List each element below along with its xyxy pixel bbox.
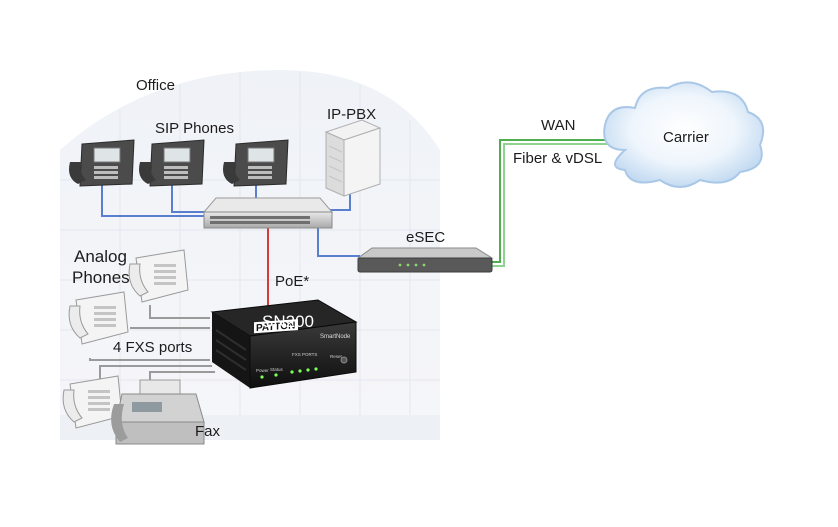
fax-machine bbox=[111, 379, 205, 445]
link-switch-esec bbox=[317, 226, 360, 257]
sip-phone-2 bbox=[139, 139, 205, 187]
network-switch bbox=[202, 197, 334, 229]
device-reset-text: Reset bbox=[330, 354, 343, 359]
device-power-text: Power bbox=[256, 368, 269, 373]
label-office: Office bbox=[136, 77, 175, 94]
analog-phone-3 bbox=[62, 375, 123, 429]
label-fiber-vdsl: Fiber & vDSL bbox=[513, 150, 602, 167]
device-fxs-header-text: FXS PORTS bbox=[292, 352, 317, 357]
carrier-cloud bbox=[603, 81, 764, 188]
label-carrier: Carrier bbox=[663, 129, 709, 146]
label-wan: WAN bbox=[541, 117, 575, 134]
label-ip-pbx: IP-PBX bbox=[327, 106, 376, 123]
esec-router bbox=[356, 247, 494, 273]
label-analog-phones-line2: Phones bbox=[72, 268, 130, 287]
device-brand-text: PATTON bbox=[256, 320, 295, 334]
reset-button-icon bbox=[340, 356, 348, 364]
analog-links bbox=[89, 305, 215, 388]
label-poe: PoE* bbox=[275, 273, 309, 290]
device-status-text: Status bbox=[270, 367, 284, 372]
label-fax: Fax bbox=[195, 423, 221, 440]
link-pbx-switch bbox=[325, 192, 351, 211]
analog-phone-1 bbox=[128, 249, 189, 303]
sip-phone-1 bbox=[69, 139, 135, 187]
wan-link bbox=[486, 139, 625, 267]
sn200-smartnode: PATTON SmartNode FXS PORTS Power Status … bbox=[210, 299, 358, 389]
device-leds bbox=[260, 367, 318, 379]
ethernet-links bbox=[101, 182, 360, 257]
link-phone1-switch bbox=[101, 182, 212, 217]
label-sip-phones: SIP Phones bbox=[155, 120, 234, 137]
device-model-text: SmartNode bbox=[320, 334, 351, 340]
label-fxs-ports: 4 FXS ports bbox=[113, 339, 192, 356]
analog-phone-2 bbox=[68, 291, 129, 345]
label-analog-phones-line1: Analog bbox=[74, 247, 127, 266]
sip-phone-3 bbox=[223, 139, 289, 187]
link-phone2-switch bbox=[171, 182, 212, 213]
label-sn200: SN200 bbox=[262, 312, 314, 331]
label-esec: eSEC bbox=[406, 229, 445, 246]
ip-pbx-server bbox=[324, 119, 382, 197]
